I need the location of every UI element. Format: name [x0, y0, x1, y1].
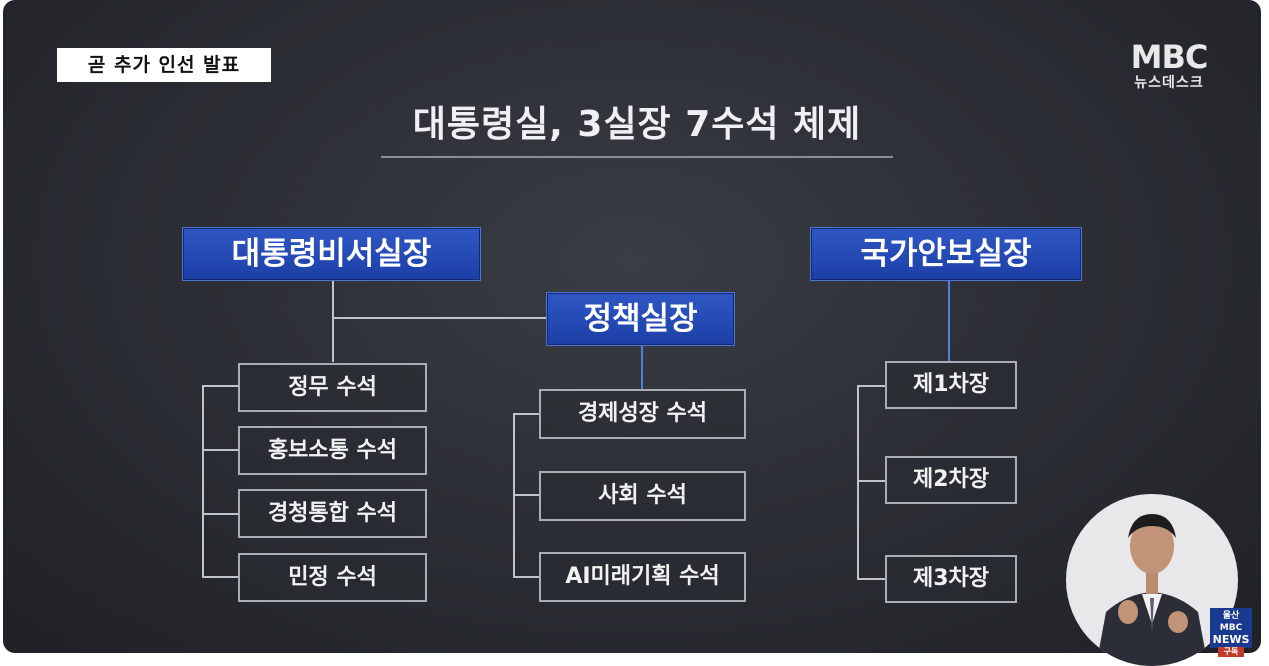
connector-policy-down — [641, 345, 643, 389]
unit-security-1: 제1차장 — [885, 361, 1017, 409]
broadcast-screen: 곧 추가 인선 발표 MBC 뉴스데스크 대통령실, 3실장 7수석 체제 — [3, 0, 1261, 653]
bracket-security-tick-2 — [857, 480, 886, 482]
bracket-security-tick-1 — [857, 385, 886, 387]
unit-security-3: 제3차장 — [885, 555, 1017, 603]
connector-security-down — [948, 280, 950, 361]
bracket-security-tick-3 — [857, 578, 886, 580]
head-policy: 정책실장 — [546, 292, 735, 346]
bracket-chief-tick-4 — [202, 576, 239, 578]
mbc-news-badge: 울산 MBC NEWS 구독 — [1210, 608, 1252, 657]
unit-chief-2: 홍보소통 수석 — [238, 426, 427, 475]
badge-line-2: NEWS — [1212, 633, 1250, 646]
unit-policy-3: AI미래기획 수석 — [539, 552, 746, 602]
bracket-chief-tick-3 — [202, 513, 239, 515]
interpreter-figure — [1096, 514, 1208, 666]
logo-main: MBC — [1130, 38, 1209, 76]
unit-chief-1: 정무 수석 — [238, 363, 427, 412]
title-underline — [381, 156, 893, 158]
connector-chief-down — [332, 280, 334, 362]
bracket-security-vertical — [857, 385, 859, 580]
bracket-policy-tick-1 — [513, 413, 540, 415]
bracket-chief-tick-1 — [202, 385, 239, 387]
unit-policy-1: 경제성장 수석 — [539, 389, 746, 439]
unit-policy-2: 사회 수석 — [539, 471, 746, 521]
connector-chief-policy — [332, 317, 546, 319]
unit-security-2: 제2차장 — [885, 456, 1017, 504]
badge-line-1: 울산 MBC — [1219, 611, 1243, 633]
badge-line-3: 구독 — [1218, 647, 1244, 657]
logo-sub: 뉴스데스크 — [1134, 75, 1204, 91]
head-chief-secretary: 대통령비서실장 — [182, 227, 481, 281]
bracket-policy-tick-3 — [513, 576, 540, 578]
unit-chief-4: 민정 수석 — [238, 553, 427, 602]
sign-language-interpreter — [1066, 494, 1238, 666]
head-national-security: 국가안보실장 — [810, 227, 1082, 281]
news-caption: 곧 추가 인선 발표 — [57, 48, 271, 82]
unit-chief-3: 경청통합 수석 — [238, 489, 427, 538]
bracket-chief-tick-2 — [202, 449, 239, 451]
bracket-chief-vertical — [202, 385, 204, 578]
bracket-policy-tick-2 — [513, 494, 540, 496]
mbc-logo: MBC 뉴스데스크 — [1121, 40, 1217, 92]
diagram-title: 대통령실, 3실장 7수석 체제 — [412, 104, 862, 145]
